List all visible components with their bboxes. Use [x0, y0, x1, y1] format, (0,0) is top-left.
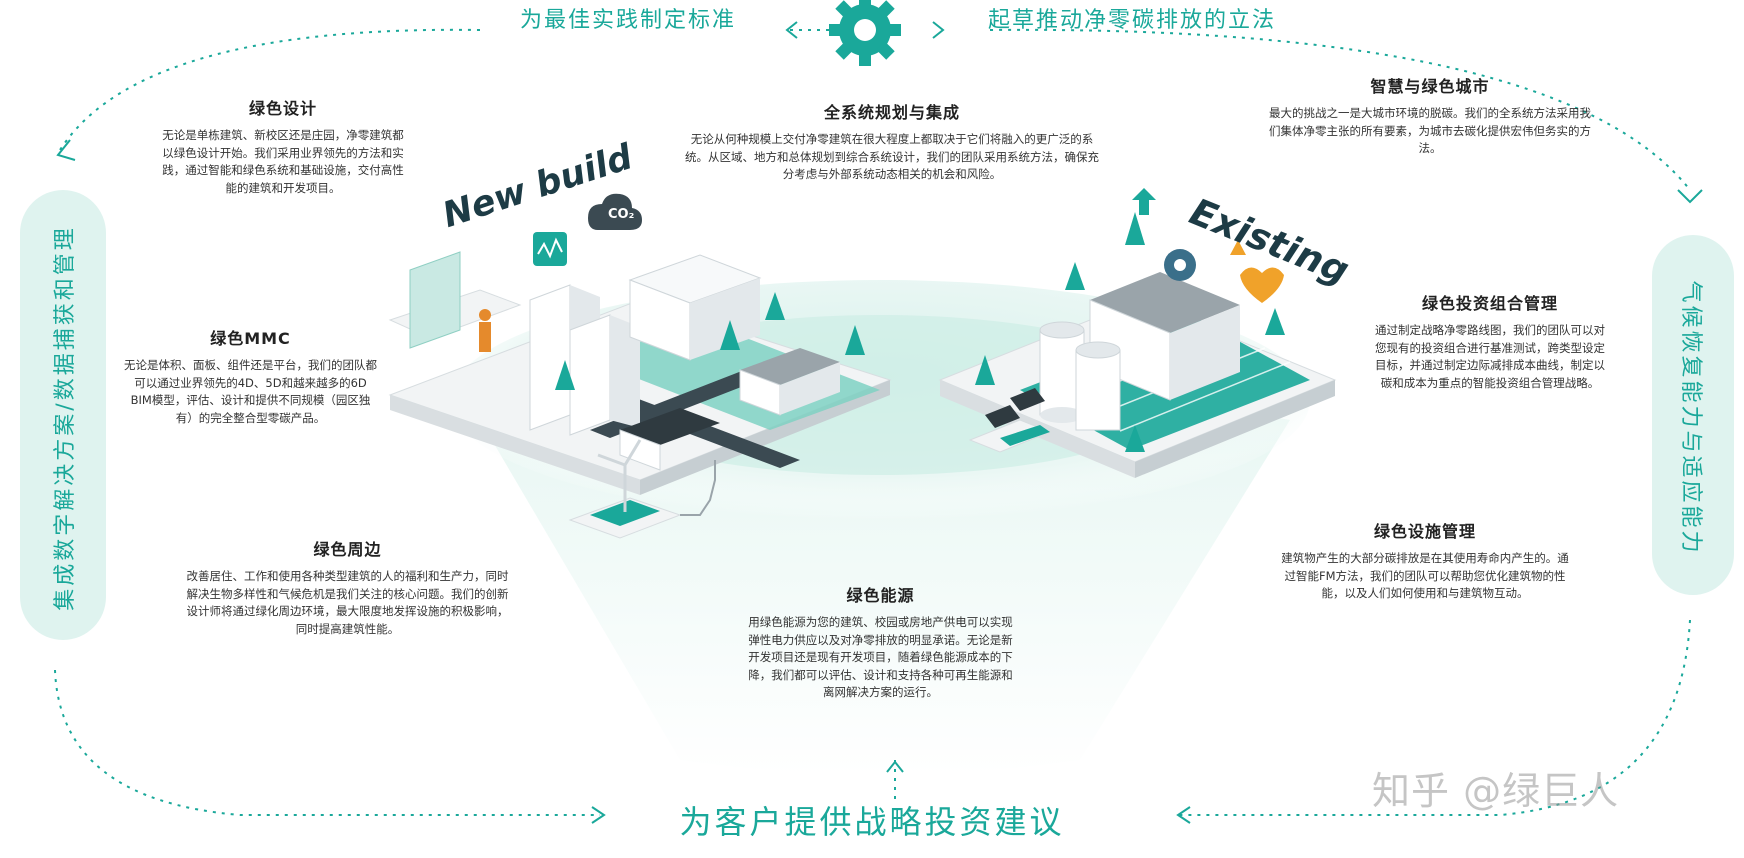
block-title: 绿色MMC: [210, 329, 291, 348]
top-left-label: 为最佳实践制定标准: [520, 8, 737, 33]
block-green-energy: 绿色能源 用绿色能源为您的建筑、校园或房地产供电可以实现弹性电力供应以及对净零排…: [748, 582, 1013, 702]
block-text: 最大的挑战之一是大城市环境的脱碳。我们的全系统方法采用我们集体净零主张的所有要素…: [1269, 106, 1591, 156]
block-title: 绿色设计: [248, 99, 317, 118]
block-title: 智慧与绿色城市: [1370, 77, 1490, 96]
block-green-design: 绿色设计 无论是单栋建筑、新校区还是庄园，净零建筑都以绿色设计开始。我们采用业界…: [158, 95, 408, 197]
right-side-pill: [1652, 235, 1734, 595]
gear-icon: [829, 0, 901, 66]
block-title: 绿色能源: [846, 586, 915, 605]
block-title: 绿色投资组合管理: [1421, 294, 1558, 313]
block-whole-system: 全系统规划与集成 无论从何种规模上交付净零建筑在很大程度上都取决于它们将融入的更…: [682, 99, 1102, 184]
new-build-illustration: [388, 193, 892, 539]
block-text: 建筑物产生的大部分碳排放是在其使用寿命内产生的。通过智能FM方法，我们的团队可以…: [1281, 551, 1569, 601]
existing-illustration: [938, 188, 1337, 478]
block-text: 改善居住、工作和使用各种类型建筑的人的福利和生产力，同时解决生物多样性和气候危机…: [186, 569, 509, 636]
bottom-label: 为客户提供战略投资建议: [679, 803, 1065, 841]
block-text: 通过制定战略净零路线图，我们的团队可以对您现有的投资组合进行基准测试，跨类型设定…: [1375, 323, 1605, 390]
block-text: 无论从何种规模上交付净零建筑在很大程度上都取决于它们将融入的更广泛的系统。从区域…: [685, 132, 1099, 182]
block-title: 绿色周边: [313, 540, 382, 559]
block-facility-mgmt: 绿色设施管理 建筑物产生的大部分碳排放是在其使用寿命内产生的。通过智能FM方法，…: [1280, 518, 1570, 603]
left-side-pill: [20, 190, 106, 640]
co2-label: CO₂: [608, 207, 635, 222]
block-smart-city: 智慧与绿色城市 最大的挑战之一是大城市环境的脱碳。我们的全系统方法采用我们集体净…: [1265, 73, 1595, 158]
top-right-label: 起草推动净零碳排放的立法: [988, 8, 1277, 33]
left-side-label: 集成数字解决方案/数据捕获和管理: [53, 225, 78, 611]
right-side-label: 气候恢复能力与适应能力: [1678, 280, 1703, 556]
block-green-surroundings: 绿色周边 改善居住、工作和使用各种类型建筑的人的福利和生产力，同时解决生物多样性…: [185, 536, 510, 638]
block-text: 无论是单栋建筑、新校区还是庄园，净零建筑都以绿色设计开始。我们采用业界领先的方法…: [162, 128, 404, 195]
block-title: 全系统规划与集成: [823, 103, 960, 122]
block-portfolio: 绿色投资组合管理 通过制定战略净零路线图，我们的团队可以对您现有的投资组合进行基…: [1370, 290, 1610, 392]
watermark: 知乎 @绿巨人: [1372, 769, 1620, 813]
block-text: 用绿色能源为您的建筑、校园或房地产供电可以实现弹性电力供应以及对净零排放的明显承…: [748, 615, 1013, 700]
block-title: 绿色设施管理: [1373, 522, 1476, 541]
block-text: 无论是体积、面板、组件还是平台，我们的团队都可以通过业界领先的4D、5D和越来越…: [124, 358, 377, 425]
block-green-mmc: 绿色MMC 无论是体积、面板、组件还是平台，我们的团队都可以通过业界领先的4D、…: [123, 325, 378, 427]
